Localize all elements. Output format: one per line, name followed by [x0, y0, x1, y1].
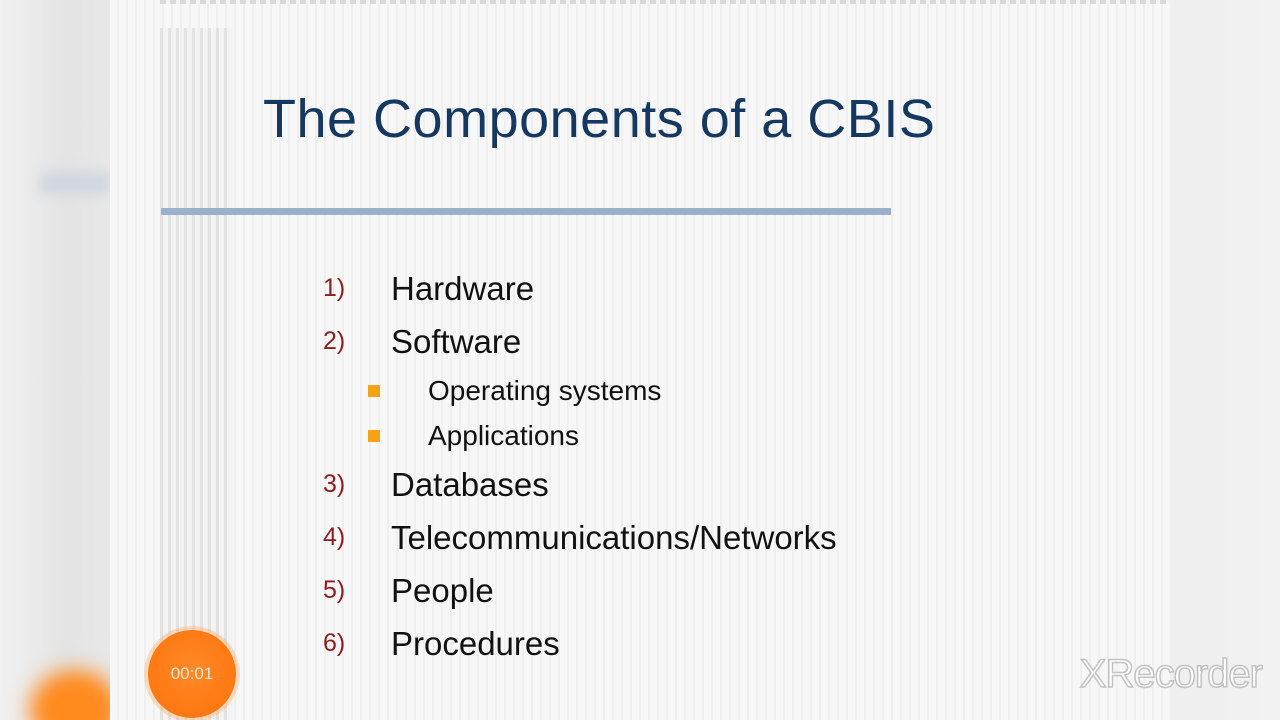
blurred-rule	[40, 172, 110, 194]
item-label: Software	[391, 322, 522, 360]
item-number: 1)	[323, 274, 346, 302]
list-item: 6) Procedures	[320, 617, 1020, 670]
item-label: Databases	[391, 465, 549, 503]
sub-item-label: Applications	[428, 419, 579, 451]
blurred-left-panel	[0, 0, 120, 720]
item-number: 5)	[323, 576, 346, 604]
sub-list-item: Applications	[320, 413, 1020, 458]
sub-list-item: Operating systems	[320, 368, 1020, 413]
item-number: 3)	[323, 470, 346, 498]
presentation-slide: The Components of a CBIS 1) Hardware 2) …	[110, 0, 1170, 720]
component-list: 1) Hardware 2) Software Operating system…	[320, 262, 1020, 670]
item-label: Procedures	[391, 624, 560, 662]
slide-left-stripe	[160, 28, 232, 720]
square-bullet-icon	[368, 384, 380, 397]
title-divider	[161, 208, 891, 215]
list-item: 1) Hardware	[320, 262, 1020, 315]
blurred-timer	[30, 670, 120, 720]
list-item: 3) Databases	[320, 458, 1020, 511]
elapsed-time: 00:01	[170, 664, 214, 683]
sub-item-label: Operating systems	[428, 374, 662, 406]
item-number: 6)	[323, 629, 346, 657]
recording-timer-button[interactable]: 00:01	[148, 630, 236, 718]
list-item: 4) Telecommunications/Networks	[320, 511, 1020, 564]
blurred-right-panel	[1170, 0, 1280, 720]
square-bullet-icon	[368, 429, 380, 442]
slide-title: The Components of a CBIS	[263, 89, 936, 149]
item-number: 2)	[323, 327, 346, 355]
item-label: People	[391, 571, 494, 609]
item-label: Telecommunications/Networks	[391, 518, 837, 556]
list-item: 5) People	[320, 564, 1020, 617]
item-number: 4)	[323, 523, 346, 551]
item-label: Hardware	[391, 269, 535, 307]
list-item: 2) Software	[320, 315, 1020, 368]
slide-top-edge	[160, 0, 1170, 4]
recorder-watermark: XRecorder	[1079, 651, 1264, 697]
